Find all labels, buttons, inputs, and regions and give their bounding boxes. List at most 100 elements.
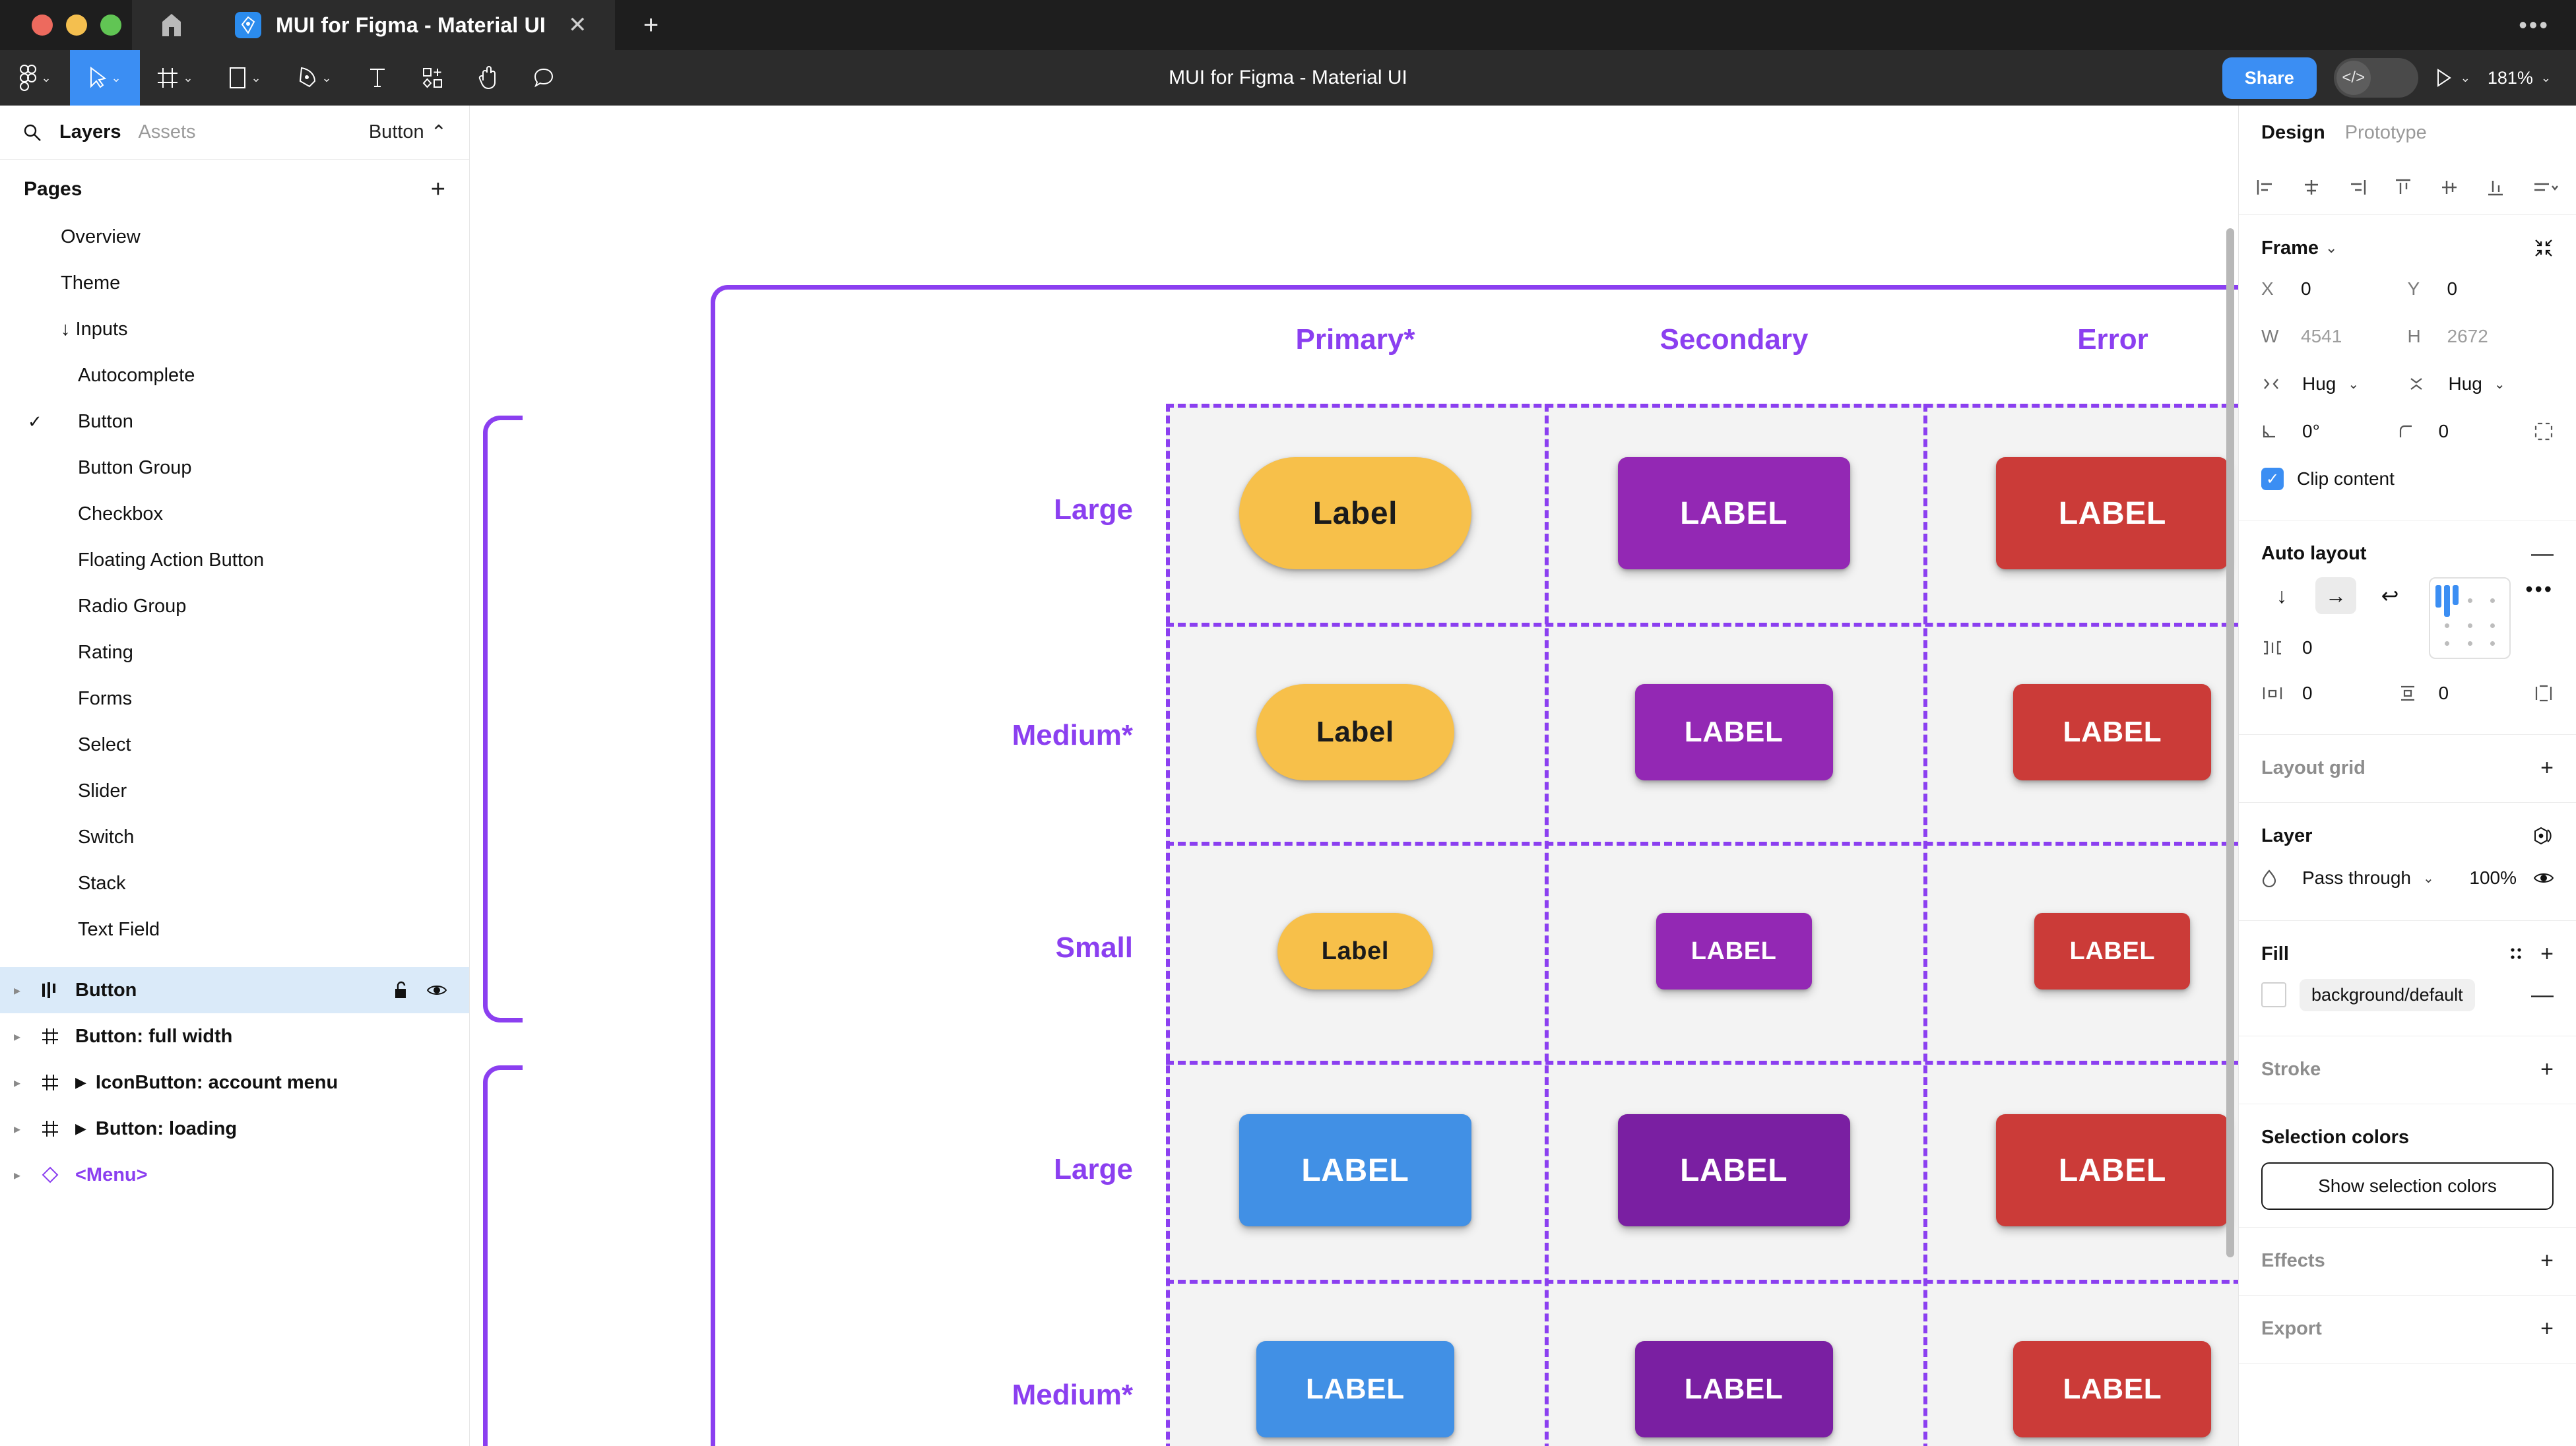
remove-auto-layout-button[interactable]: —	[2531, 540, 2554, 566]
triangle-right-icon[interactable]: ▶	[75, 1120, 86, 1137]
page-item-checkbox[interactable]: Checkbox	[0, 491, 469, 537]
align-top-icon[interactable]	[2394, 178, 2412, 197]
present-button[interactable]: ⌄	[2435, 68, 2470, 88]
align-cell-bottom-left[interactable]	[2435, 635, 2459, 652]
new-tab-button[interactable]: +	[643, 10, 659, 40]
button-error-large[interactable]: LABEL	[1996, 457, 2229, 569]
button-secondary-large[interactable]: LABEL	[1617, 457, 1850, 569]
page-item-radio-group[interactable]: Radio Group	[0, 583, 469, 629]
layer-row-button-loading[interactable]: ▸ ▶ Button: loading	[0, 1106, 469, 1152]
expand-caret-icon[interactable]: ▸	[13, 983, 21, 998]
auto-layout-more-button[interactable]: •••	[2525, 577, 2554, 601]
direction-vertical-button[interactable]: ↓	[2276, 583, 2287, 608]
chevron-down-icon[interactable]: ⌄	[2423, 871, 2434, 886]
button-primary-medium-alt[interactable]: LABEL	[1256, 1341, 1454, 1437]
fill-color-swatch[interactable]	[2261, 982, 2286, 1007]
fill-token-name[interactable]: background/default	[2300, 978, 2475, 1011]
direction-wrap-button[interactable]: ↩	[2381, 584, 2399, 608]
align-cell-mid-right[interactable]	[2482, 617, 2505, 635]
button-error-large-alt[interactable]: LABEL	[1996, 1114, 2229, 1226]
collapse-frame-icon[interactable]	[2534, 238, 2554, 258]
align-cell-top-center[interactable]	[2459, 584, 2482, 617]
page-item-text-field[interactable]: Text Field	[0, 906, 469, 953]
align-cell-mid-center[interactable]	[2459, 617, 2482, 635]
page-item-theme[interactable]: Theme	[0, 260, 469, 306]
padding-vertical-field[interactable]: 0	[2398, 683, 2534, 704]
align-cell-top-left[interactable]	[2435, 584, 2459, 617]
align-cell-bottom-right[interactable]	[2482, 635, 2505, 652]
page-item-inputs[interactable]: ↓ Inputs	[0, 306, 469, 352]
add-page-button[interactable]: +	[430, 175, 445, 203]
distribute-menu-icon[interactable]	[2532, 178, 2559, 197]
close-window-button[interactable]	[32, 15, 53, 36]
layer-row-menu[interactable]: ▸ <Menu>	[0, 1152, 469, 1198]
rotation-field[interactable]: 0°	[2261, 421, 2398, 442]
figma-menu-button[interactable]: ⌄	[0, 50, 70, 106]
close-tab-button[interactable]: ✕	[568, 13, 587, 38]
page-item-rating[interactable]: Rating	[0, 629, 469, 676]
add-export-button[interactable]: +	[2540, 1315, 2554, 1341]
pen-tool-button[interactable]: ⌄	[280, 50, 350, 106]
align-cell-mid-left[interactable]	[2435, 617, 2459, 635]
clip-content-row[interactable]: ✓ Clip content	[2261, 455, 2554, 503]
visibility-eye-icon[interactable]	[427, 983, 447, 997]
button-primary-small[interactable]: Label	[1277, 913, 1433, 990]
align-cell-top-right[interactable]	[2482, 584, 2505, 617]
show-selection-colors-button[interactable]: Show selection colors	[2261, 1162, 2554, 1210]
direction-horizontal-button[interactable]: →	[2315, 577, 2356, 614]
share-button[interactable]: Share	[2222, 57, 2317, 99]
frame-y-field[interactable]: Y 0	[2408, 278, 2554, 299]
page-item-switch[interactable]: Switch	[0, 814, 469, 860]
zoom-level-menu[interactable]: 181% ⌄	[2488, 68, 2551, 88]
triangle-right-icon[interactable]: ▶	[75, 1074, 86, 1090]
button-secondary-small[interactable]: LABEL	[1656, 913, 1812, 990]
layer-row-button-full-width[interactable]: ▸ Button: full width	[0, 1013, 469, 1059]
page-item-floating-action-button[interactable]: Floating Action Button	[0, 537, 469, 583]
browser-tab-active[interactable]: MUI for Figma - Material UI ✕	[211, 0, 615, 50]
button-error-small[interactable]: LABEL	[2034, 913, 2191, 990]
design-canvas[interactable]: Contained Primary* Secondary Error Warni…	[470, 106, 2238, 1446]
page-item-stack[interactable]: Stack	[0, 860, 469, 906]
button-primary-large-alt[interactable]: LABEL	[1239, 1114, 1471, 1226]
visibility-eye-icon[interactable]	[2534, 871, 2554, 885]
tab-layers[interactable]: Layers	[59, 121, 121, 142]
page-item-select[interactable]: Select	[0, 722, 469, 768]
expand-caret-icon[interactable]: ▸	[13, 1168, 21, 1183]
button-primary-medium[interactable]: Label	[1256, 684, 1454, 780]
page-item-forms[interactable]: Forms	[0, 676, 469, 722]
gap-field[interactable]: 0	[2261, 637, 2554, 658]
dev-mode-toggle[interactable]: </>	[2333, 58, 2418, 98]
height-mode-dropdown[interactable]: Hug ⌄	[2408, 373, 2554, 394]
move-tool-button[interactable]: ⌄	[70, 50, 140, 106]
alignment-grid[interactable]	[2429, 577, 2511, 659]
frame-h-field[interactable]: H 2672	[2408, 326, 2554, 347]
align-bottom-icon[interactable]	[2486, 178, 2505, 197]
corner-radius-field[interactable]: 0	[2398, 421, 2534, 442]
frame-x-field[interactable]: X 0	[2261, 278, 2408, 299]
individual-padding-icon[interactable]	[2534, 684, 2554, 703]
layer-style-icon[interactable]	[2534, 827, 2554, 845]
text-tool-button[interactable]	[350, 50, 405, 106]
remove-fill-button[interactable]: —	[2531, 982, 2554, 1007]
tab-assets[interactable]: Assets	[138, 121, 196, 142]
shape-tool-button[interactable]: ⌄	[210, 50, 280, 106]
resources-tool-button[interactable]	[405, 50, 461, 106]
independent-corners-icon[interactable]	[2534, 422, 2554, 441]
page-item-autocomplete[interactable]: Autocomplete	[0, 352, 469, 398]
minimize-window-button[interactable]	[66, 15, 87, 36]
button-error-medium-alt[interactable]: LABEL	[2013, 1341, 2212, 1437]
expand-caret-icon[interactable]: ▸	[13, 1075, 21, 1090]
align-right-icon[interactable]	[2348, 178, 2367, 197]
home-button[interactable]	[132, 0, 211, 50]
blend-mode-value[interactable]: Pass through	[2302, 867, 2411, 888]
button-secondary-medium[interactable]: LABEL	[1634, 684, 1833, 780]
layer-row-button[interactable]: ▸ Button	[0, 967, 469, 1013]
align-horizontal-center-icon[interactable]	[2302, 178, 2321, 197]
frame-tool-button[interactable]: ⌄	[140, 50, 210, 106]
width-mode-dropdown[interactable]: Hug ⌄	[2261, 373, 2408, 394]
comment-tool-button[interactable]	[516, 50, 571, 106]
page-item-button-group[interactable]: Button Group	[0, 445, 469, 491]
page-item-button[interactable]: ✓ Button	[0, 398, 469, 445]
search-icon[interactable]	[22, 123, 42, 142]
fill-styles-icon[interactable]	[2507, 945, 2525, 962]
